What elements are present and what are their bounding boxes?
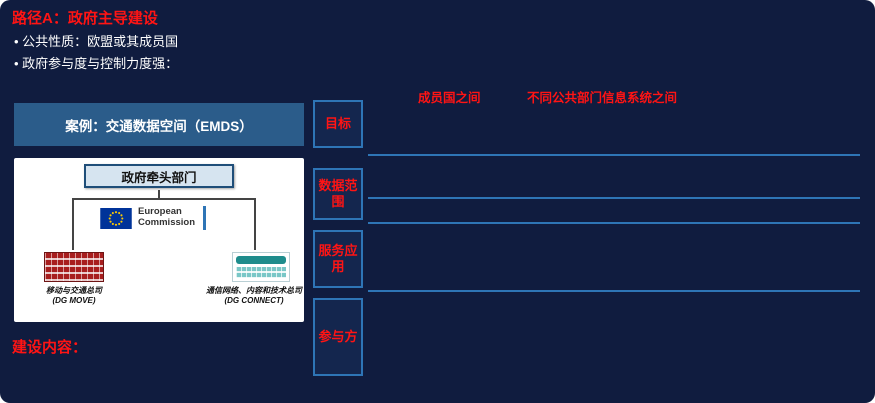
connector-line-left [72,198,74,250]
divider-line-1 [368,154,860,156]
dg-move-label: 移动与交通总司 (DG MOVE) [24,286,124,307]
dg-connect-name: 通信网络、内容和技术总司 [206,286,302,295]
col-header-member-states: 成员国之间 [418,91,481,105]
row-label-service-application: 服务应用 [313,230,363,288]
dg-connect-abbr: (DG CONNECT) [224,296,284,306]
bullet-public-nature: • 公共性质：欧盟或其成员国 [14,34,179,49]
dg-move-image [44,252,104,282]
row-label-data-scope: 数据范围 [313,168,363,220]
eu-flag-icon [100,207,132,229]
ec-logo-bar [203,206,207,230]
lead-department-box: 政府牵头部门 [84,164,234,188]
dg-move-name: 移动与交通总司 [46,286,102,295]
case-header: 案例：交通数据空间（EMDS） [14,103,304,146]
divider-line-2 [368,197,860,199]
connector-line-right [254,198,256,250]
dg-connect-image-grid [236,267,286,278]
row-label-goal: 目标 [313,100,363,148]
dg-connect-image-header [236,256,286,264]
ec-wordmark-line2: Commission [138,217,196,228]
european-commission-logo: European Commission [100,204,226,232]
ec-wordmark-line1: European [138,206,182,218]
org-diagram-panel: 政府牵头部门 [14,158,304,322]
dg-connect-label: 通信网络、内容和技术总司 (DG CONNECT) [204,286,304,307]
connector-line-top [158,190,160,198]
divider-line-4 [368,290,860,292]
european-commission-wordmark: European Commission [138,206,196,229]
col-header-public-sector-systems: 不同公共部门信息系统之间 [527,91,678,105]
row-label-participants: 参与方 [313,298,363,376]
divider-line-3 [368,222,860,224]
build-content-label: 建设内容： [12,339,88,356]
connector-line-horizontal [72,198,256,200]
dg-move-abbr: (DG MOVE) [52,296,96,306]
bullet-gov-participation: • 政府参与度与控制力度强： [14,56,179,71]
slide-title: 路径A：政府主导建设 [12,10,158,27]
dg-connect-image [232,252,290,282]
